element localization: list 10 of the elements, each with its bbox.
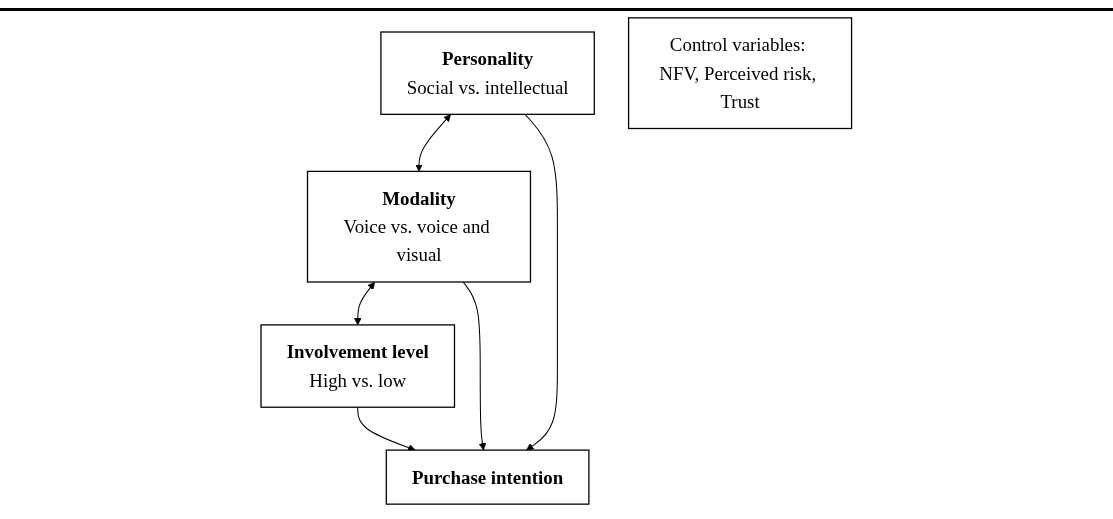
arrow xyxy=(357,406,416,452)
node-box: Control variables: NFV, Perceived risk, Trust xyxy=(628,17,853,130)
arrow xyxy=(415,114,452,172)
node-box: Purchase intention xyxy=(385,449,590,505)
node-box: Involvement level High vs. low xyxy=(260,324,456,408)
arrow xyxy=(462,281,487,451)
arrow xyxy=(354,281,376,326)
arrow xyxy=(524,113,559,451)
node-box: Modality Voice vs. voice and visual xyxy=(307,170,532,283)
node-box: Personality Social vs. intellectual xyxy=(380,31,596,115)
